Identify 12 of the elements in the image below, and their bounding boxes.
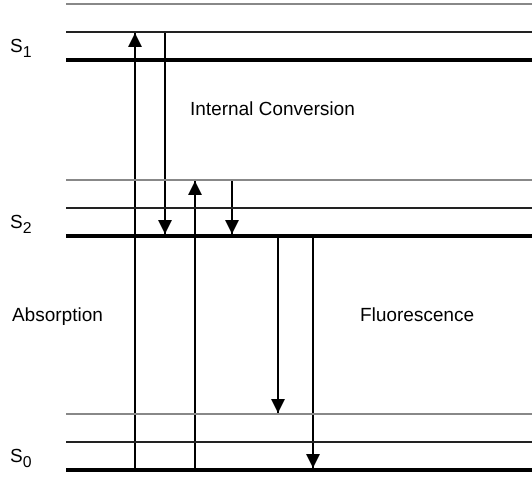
transition-arrow [225,181,239,234]
transition-arrow [306,238,320,468]
process-label: Absorption [12,305,103,327]
transition-arrow [158,33,172,234]
transition-arrow [271,238,285,413]
state-label: S$_{0}$ [10,446,32,473]
process-label: Internal Conversion [190,99,355,121]
process-label: Fluorescence [360,305,474,327]
transition-arrow [128,33,142,468]
state-label: S$_{1}$ [10,36,32,63]
transition-arrow [188,181,202,468]
state-label: S$_{2}$ [10,212,32,239]
